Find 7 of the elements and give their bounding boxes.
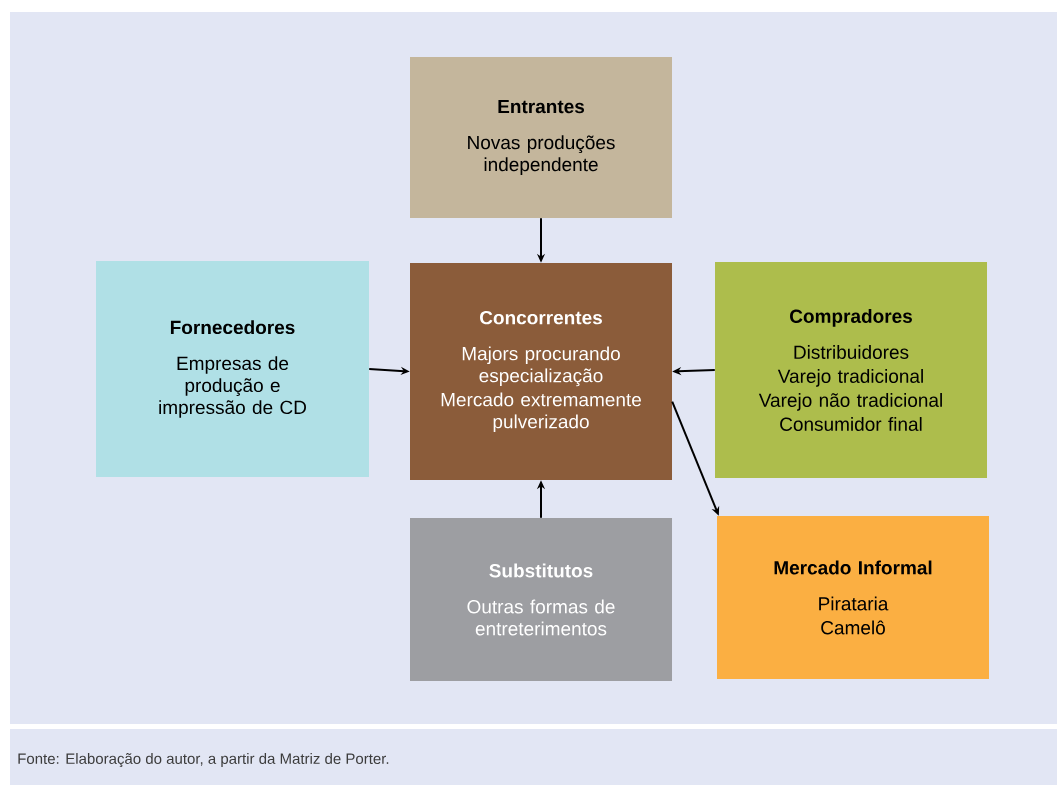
box: Compradores Distribuidores Varejo tradicional Varejo não tradicional Consumidor final — [715, 262, 987, 478]
box: Entrantes Novas produções independente — [410, 57, 672, 218]
caption: Fonte: Elaboração do autor, a partir da Matriz de Porter. — [18, 753, 389, 768]
box: Fornecedores Empresas de produção e impressão de CD — [96, 261, 369, 477]
box: Mercado Informal Pirataria Camelô — [717, 516, 989, 679]
box: Concorrentes Majors procurando especialização Mercado extremamente pulverizado — [410, 263, 672, 480]
box: Substitutos Outras formas de entreterimentos — [410, 518, 672, 681]
